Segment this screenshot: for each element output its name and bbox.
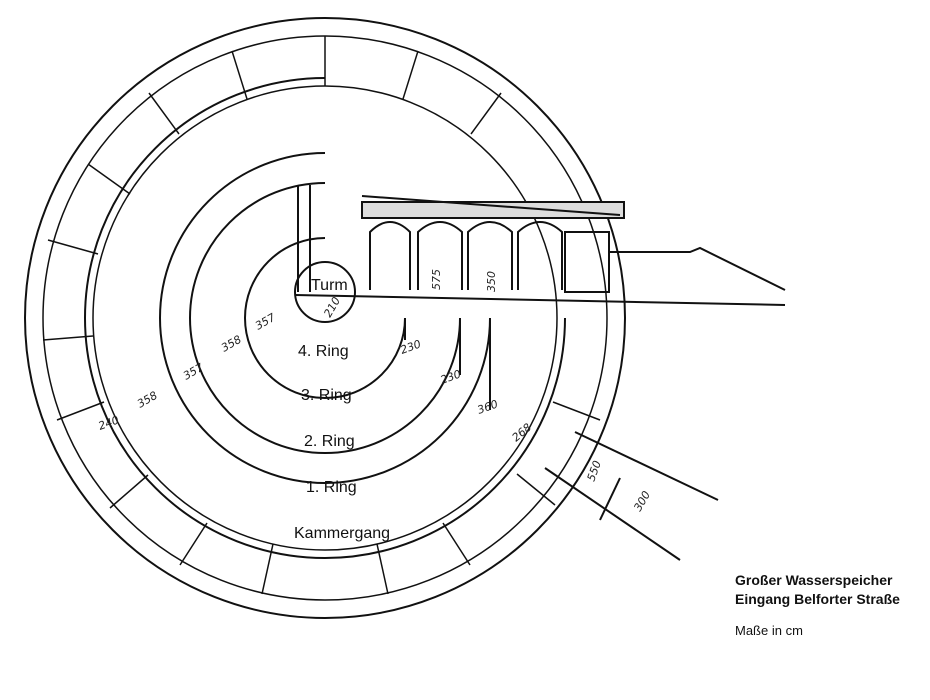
side-passage-wall-lower <box>544 467 681 561</box>
dimension-ring4-width: 357 <box>253 311 278 333</box>
ring-1-label: 1. Ring <box>306 479 357 496</box>
entrance-arch-4 <box>517 221 563 290</box>
side-passage-wall-upper <box>574 431 719 501</box>
dimension-opening-230-b: 230 <box>439 367 463 386</box>
caption-units: Maße in cm <box>735 623 803 638</box>
corridor-label: Kammergang <box>294 525 390 542</box>
entrance-top-edge <box>361 195 621 216</box>
section-line <box>294 294 786 306</box>
tower-label: Turm <box>311 277 348 294</box>
entrance-end-block <box>564 231 610 293</box>
chamber-wall <box>42 335 94 341</box>
chamber-wall <box>47 239 99 255</box>
chamber-wall <box>261 543 274 595</box>
chamber-wall <box>87 163 131 195</box>
chamber-wall <box>470 92 502 135</box>
ring-wall-4 <box>244 237 406 399</box>
dimension-ring3-width: 358 <box>219 333 244 355</box>
outer-wall-inner <box>42 35 608 601</box>
chamber-wall <box>56 401 105 421</box>
dimension-passage-350: 350 <box>485 271 498 292</box>
caption-title-line-1: Großer Wasserspeicher <box>735 572 893 588</box>
ring-wall-1 <box>84 77 566 559</box>
chamber-wall <box>109 474 149 509</box>
dimension-passage-575: 575 <box>430 269 443 290</box>
dimension-ring2-width: 357 <box>181 361 206 383</box>
chamber-wall <box>442 522 471 566</box>
entrance-arch-3 <box>467 221 513 290</box>
ring-wall-2 <box>159 152 491 484</box>
outer-wall-outer <box>24 17 626 619</box>
entrance-arch-2 <box>417 221 463 290</box>
dimension-side-300: 300 <box>631 489 653 514</box>
dimension-tower-radius: 210 <box>321 295 343 320</box>
ring-4-label: 4. Ring <box>298 343 349 360</box>
side-passage-end <box>599 477 621 521</box>
tower-outline <box>294 261 356 323</box>
entrance-arch-1 <box>369 221 411 290</box>
dimension-opening-360: 360 <box>476 397 500 416</box>
ring-wall-3 <box>189 182 461 454</box>
entrance-stairs <box>609 246 786 291</box>
caption: Großer Wasserspeicher Eingang Belforter … <box>735 571 900 638</box>
chamber-wall <box>179 522 208 566</box>
caption-title-line-2: Eingang Belforter Straße <box>735 591 900 607</box>
chamber-wall <box>552 401 601 421</box>
dimension-chamber-width: 240 <box>97 413 121 432</box>
entrance-hatched-wall <box>361 201 625 219</box>
chamber-wall <box>376 543 389 595</box>
chamber-wall <box>402 50 419 100</box>
chamber-wall <box>516 473 556 506</box>
chamber-wall <box>231 50 248 100</box>
ring-3-label: 3. Ring <box>301 387 352 404</box>
dimension-ring1-width: 358 <box>135 389 160 411</box>
ring-2-label: 2. Ring <box>304 433 355 450</box>
chamber-wall <box>148 92 180 135</box>
